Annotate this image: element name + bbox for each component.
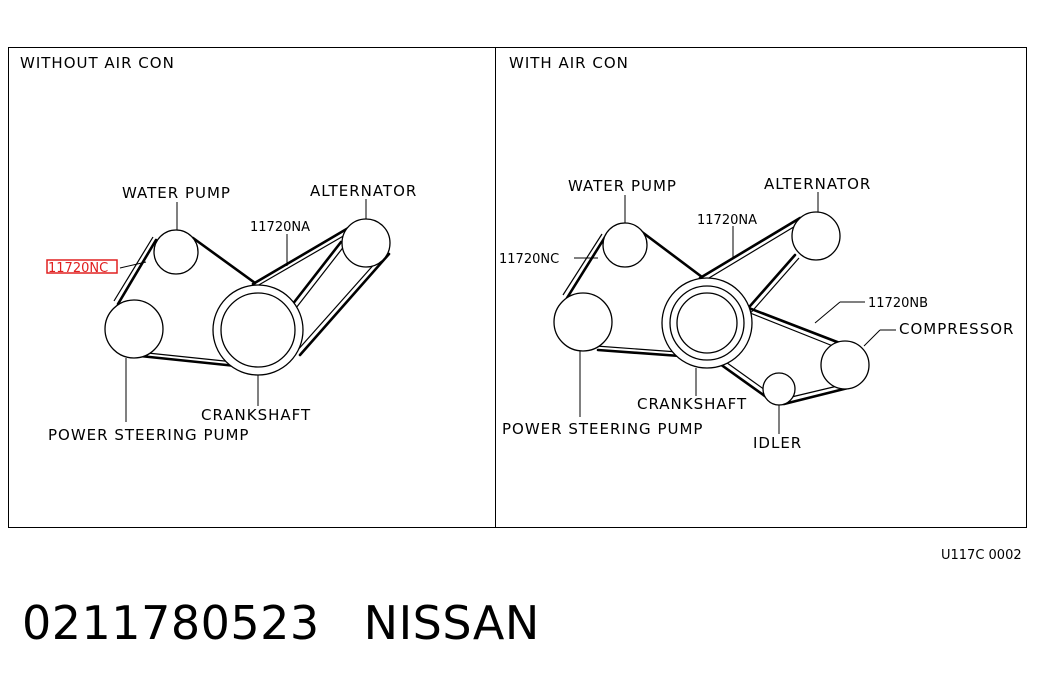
footer-part-line: 0211780523 NISSAN — [22, 596, 540, 650]
label-compressor-right: COMPRESSOR — [899, 320, 1014, 338]
label-power-steering-pump-left: POWER STEERING PUMP — [48, 426, 249, 444]
highlight-box-11720nc — [46, 259, 118, 274]
leader-11720nb-right-b — [814, 301, 841, 324]
label-crankshaft-left: CRANKSHAFT — [201, 406, 311, 424]
water-pump-pulley-left — [153, 229, 199, 275]
leader-compressor-right-b — [863, 329, 881, 347]
label-alternator-right: ALTERNATOR — [764, 175, 871, 193]
belt-11720na-left — [137, 225, 391, 368]
figure-code: U117C 0002 — [941, 548, 1022, 563]
water-pump-pulley-right — [602, 222, 648, 268]
belt-11720nc-right — [562, 233, 607, 300]
label-crankshaft-right: CRANKSHAFT — [637, 395, 747, 413]
label-water-pump-left: WATER PUMP — [122, 184, 231, 202]
label-11720nb-right: 11720NB — [868, 296, 928, 311]
label-idler-right: IDLER — [753, 434, 802, 452]
label-11720nc-left: 11720NC — [48, 261, 108, 276]
panel-with-air-con: WITH AIR CON — [499, 54, 1014, 452]
label-power-steering-pump-right: POWER STEERING PUMP — [502, 420, 703, 438]
label-11720nc-right: 11720NC — [499, 252, 559, 267]
footer-part-number: 0211780523 — [22, 596, 320, 650]
belt-11720nc-left — [113, 236, 158, 306]
diagram-frame — [8, 47, 1027, 528]
label-11720na-left: 11720NA — [250, 220, 310, 235]
alternator-pulley-left — [341, 218, 391, 268]
idler-pulley — [762, 372, 796, 406]
compressor-pulley — [820, 340, 870, 390]
crankshaft-pulley-right — [661, 277, 753, 369]
power-steering-pump-pulley-left — [104, 299, 164, 359]
power-steering-pump-pulley-right — [553, 292, 613, 352]
panel-title-right: WITH AIR CON — [509, 54, 629, 72]
label-11720na-right: 11720NA — [697, 213, 757, 228]
label-alternator-left: ALTERNATOR — [310, 182, 417, 200]
footer-brand: NISSAN — [363, 596, 540, 650]
panel-title-left: WITHOUT AIR CON — [20, 54, 175, 72]
label-water-pump-right: WATER PUMP — [568, 177, 677, 195]
leader-11720nc-left — [119, 261, 147, 269]
alternator-pulley-right — [791, 211, 841, 261]
panel-without-air-con: WITHOUT AIR CON — [20, 54, 417, 444]
crankshaft-pulley-left — [212, 284, 304, 376]
